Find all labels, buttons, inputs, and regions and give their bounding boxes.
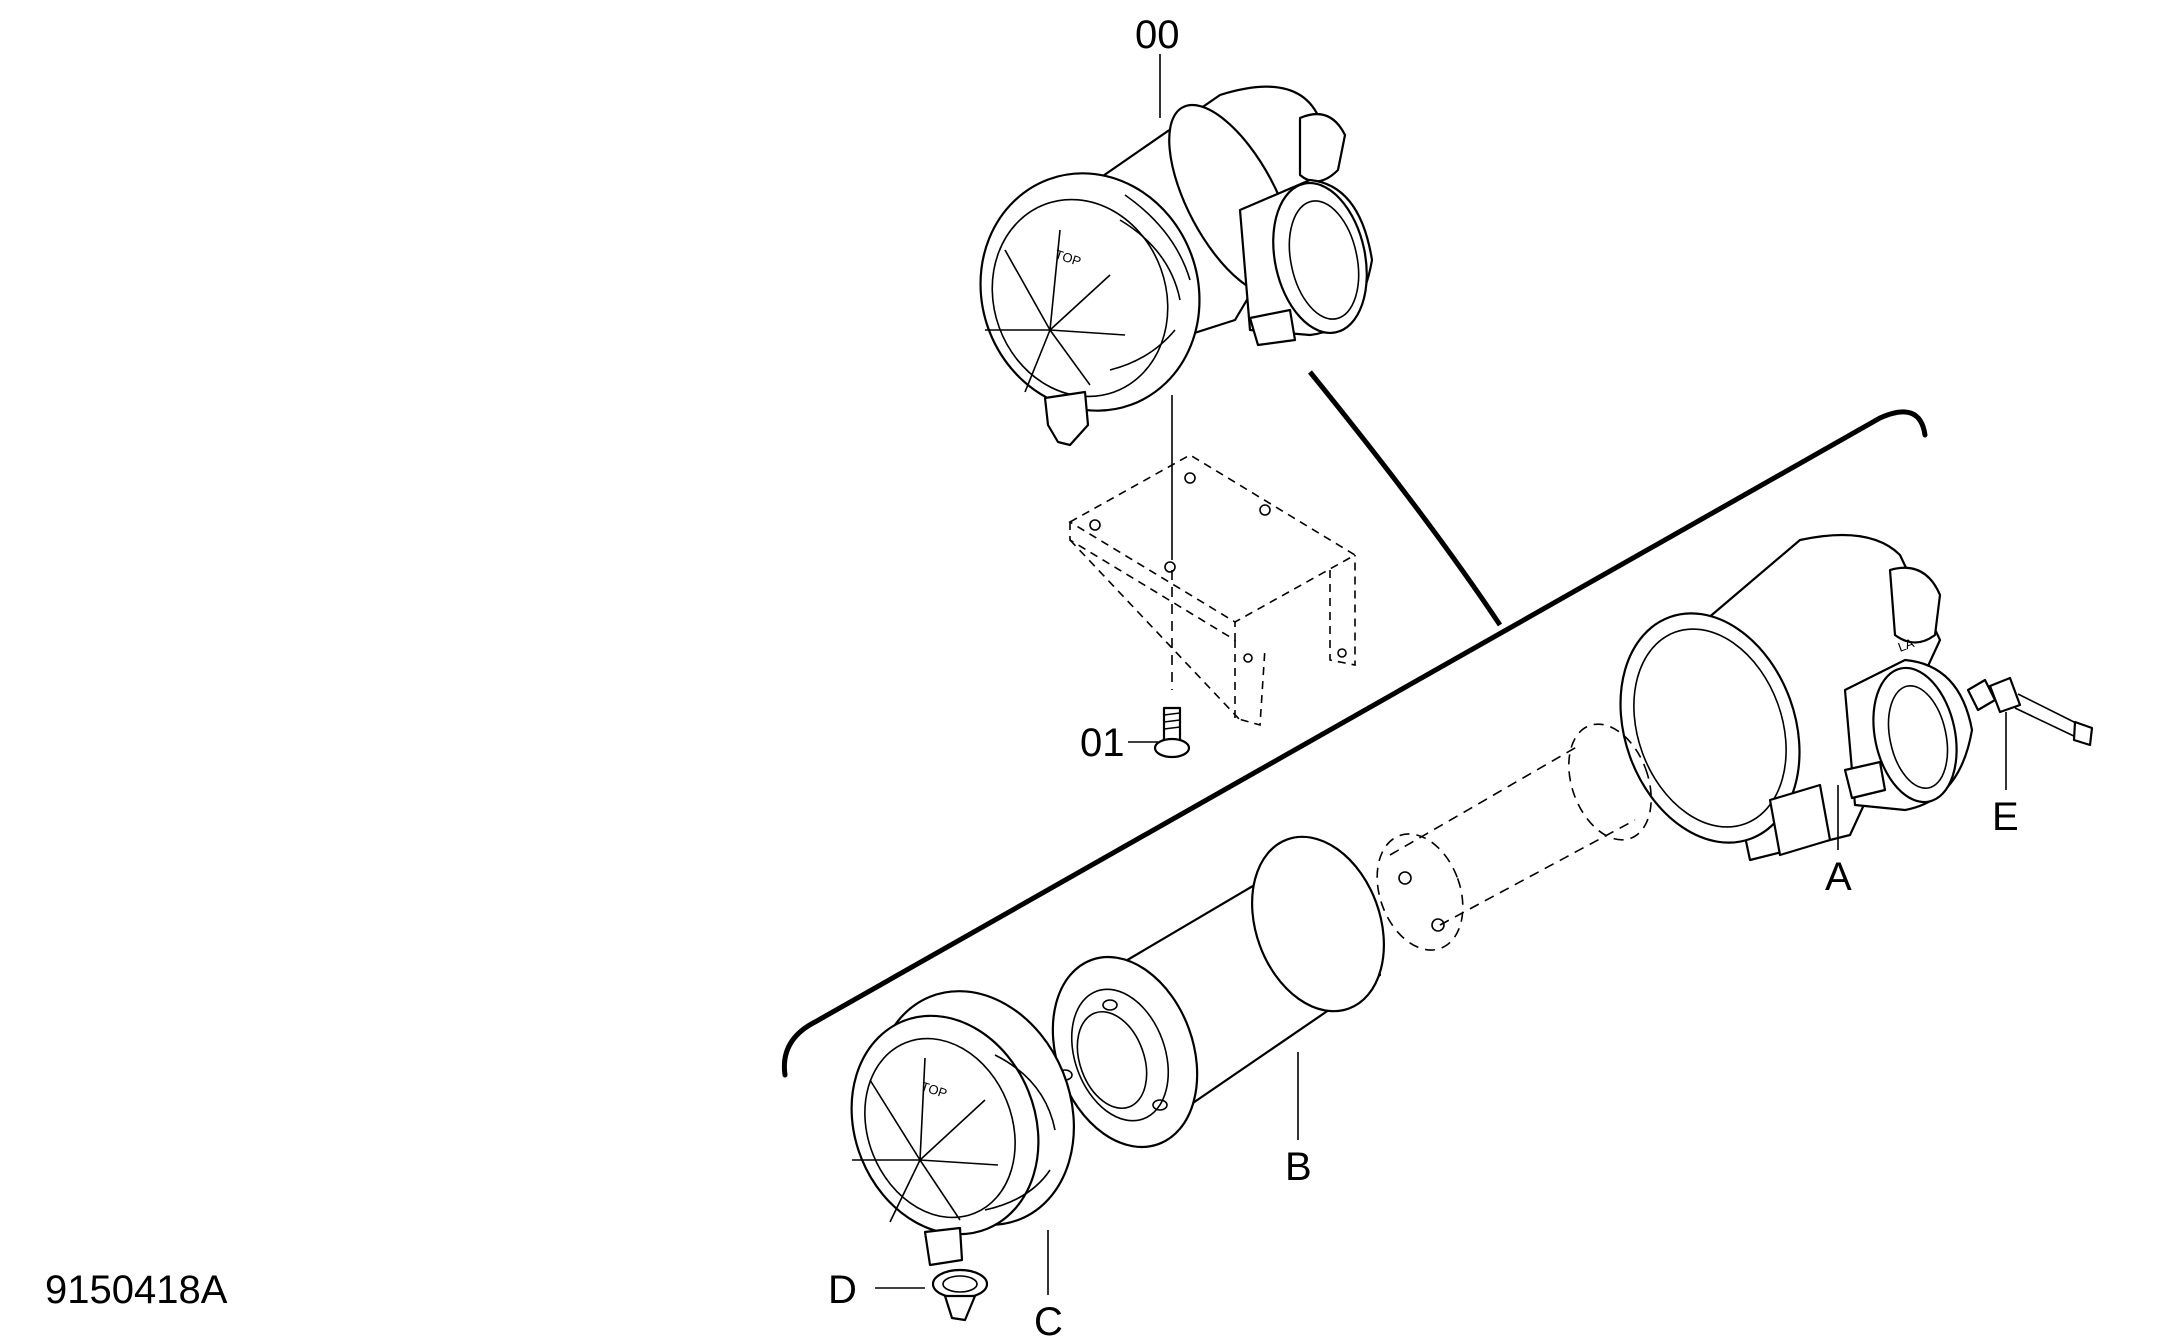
drawing-number: 9150418A — [45, 1268, 228, 1312]
safety-element — [1376, 723, 1652, 951]
callout-c: C — [1034, 1300, 1063, 1337]
exploded-view-bracket — [781, 370, 1928, 1078]
callout-e: E — [1992, 795, 2019, 839]
callout-a: A — [1825, 855, 1852, 899]
air-cleaner-assembly: TOP — [979, 85, 1374, 447]
housing: LA — [1619, 533, 1974, 862]
svg-text:LA: LA — [1896, 635, 1916, 655]
mounting-bracket — [1068, 454, 1357, 727]
restriction-sensor — [1966, 676, 2094, 747]
callout-00: 00 — [1135, 13, 1180, 57]
bolt — [1153, 706, 1191, 759]
callout-01: 01 — [1080, 721, 1125, 765]
dust-valve — [931, 1268, 989, 1322]
filter-element — [1051, 835, 1385, 1149]
callout-b: B — [1285, 1145, 1312, 1189]
callout-d: D — [828, 1268, 857, 1312]
cover: TOP — [850, 990, 1075, 1267]
